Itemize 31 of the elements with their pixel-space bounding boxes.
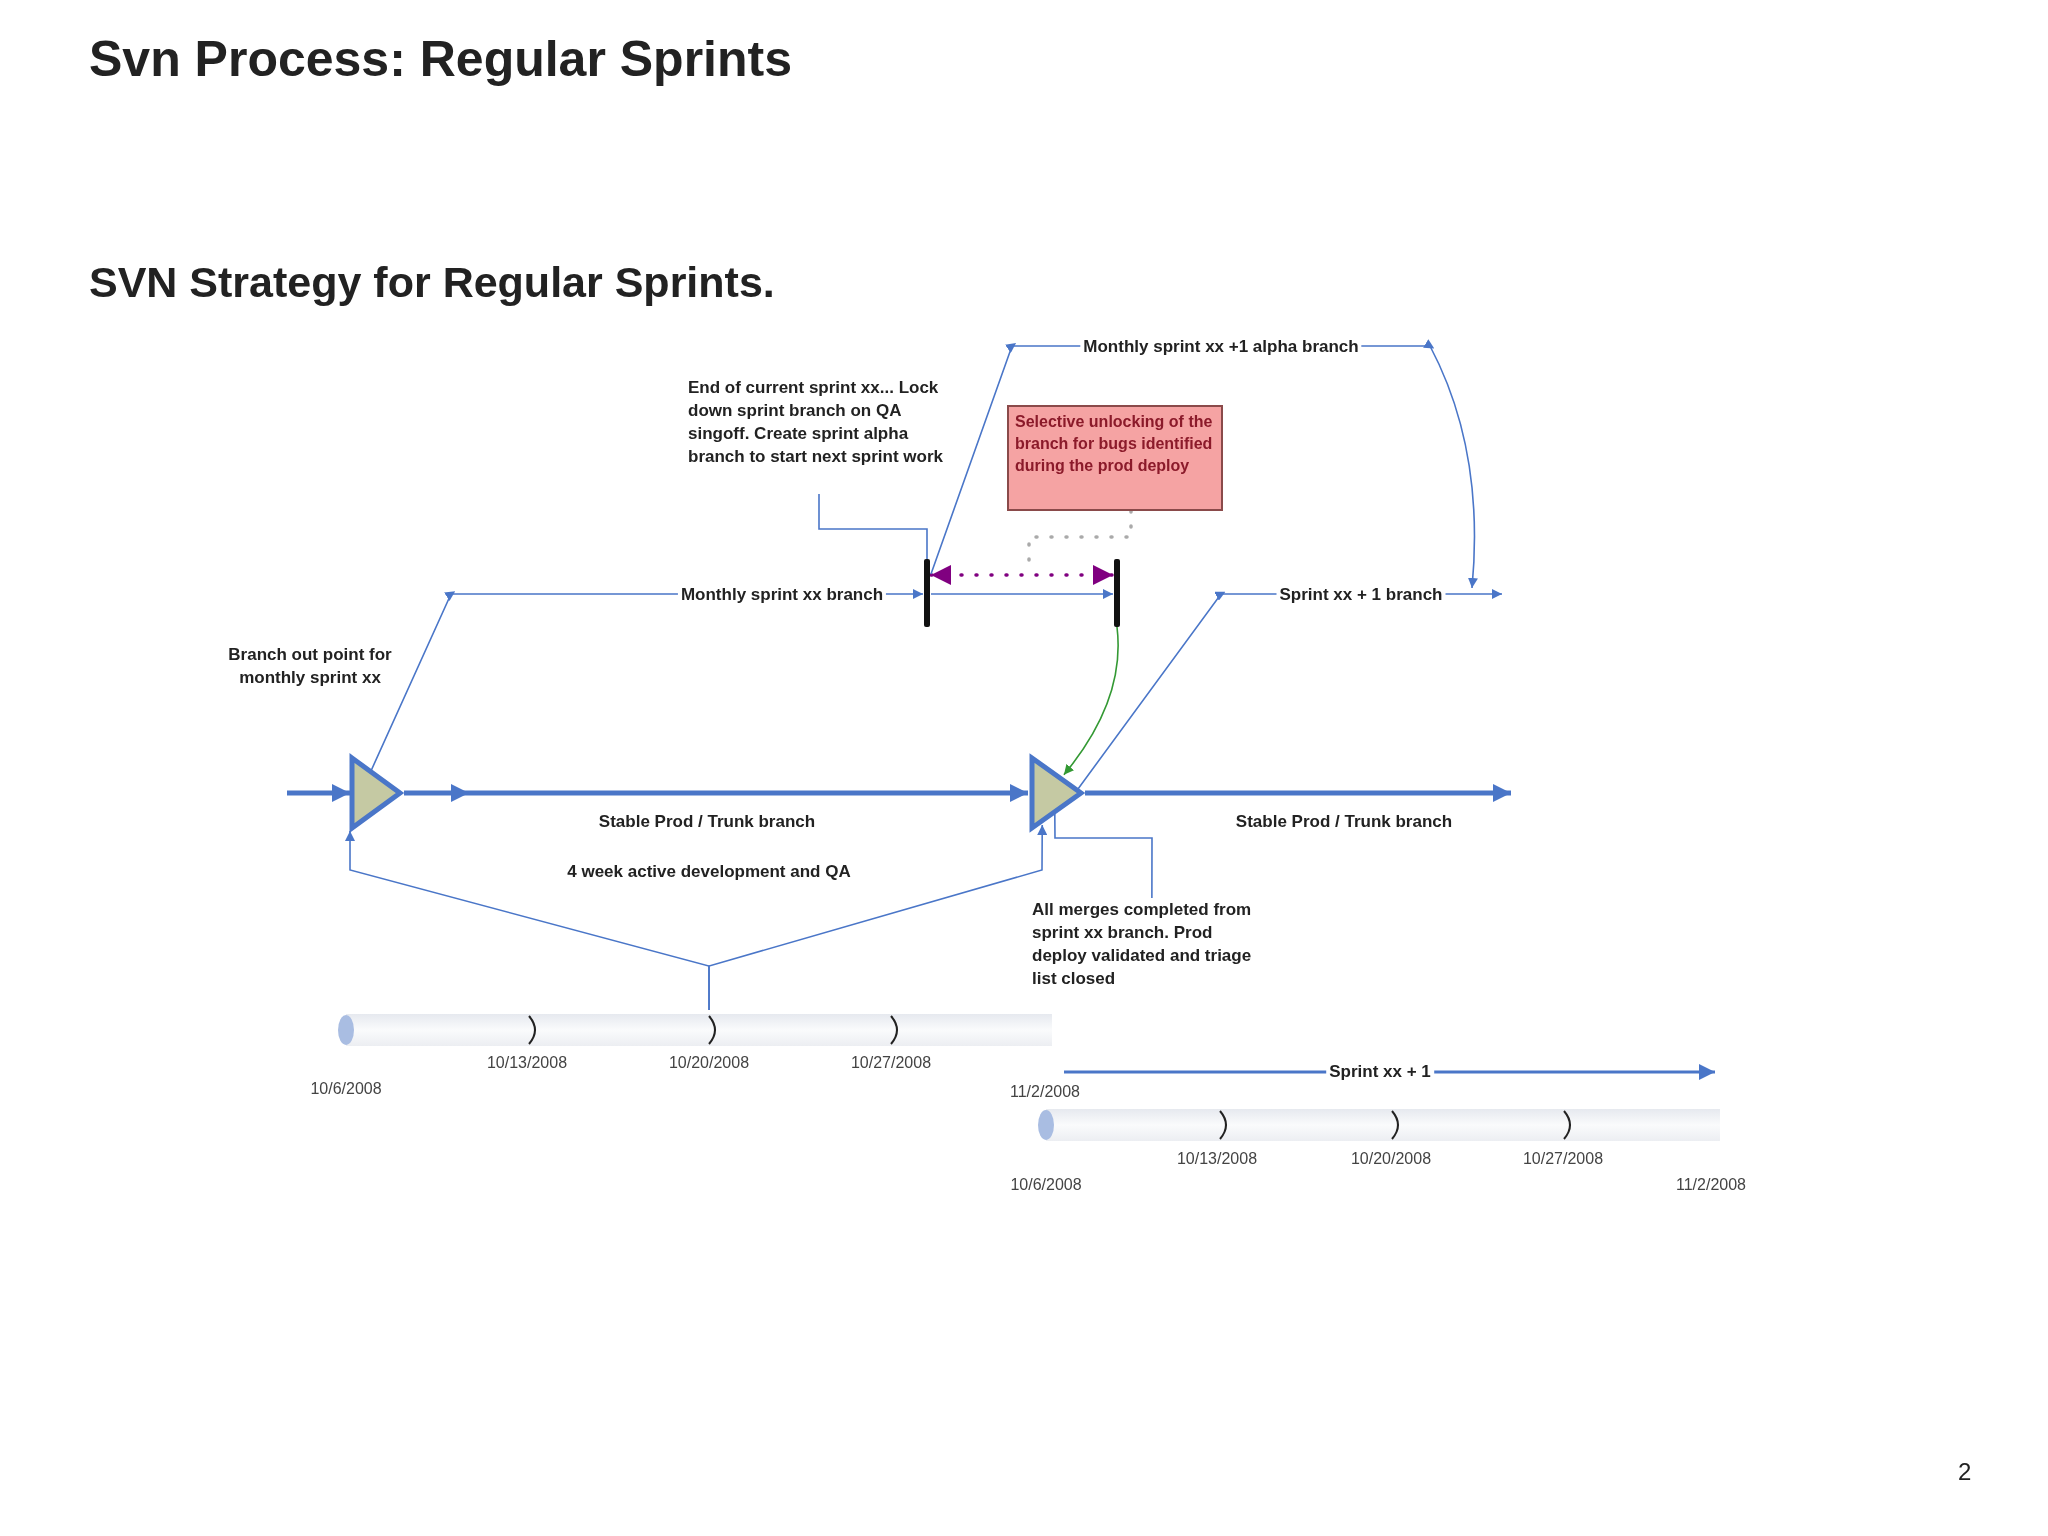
subtitle: SVN Strategy for Regular Sprints. bbox=[89, 258, 775, 307]
callout-note: End of current sprint xx... Lock down sprint branch on QA singoff. Create sprint alpha branch to start next sprint work bbox=[688, 376, 950, 494]
double-arrow bbox=[929, 565, 1115, 585]
note-box: Selective unlocking of the branch for bugs identified during the prod deploy bbox=[1007, 405, 1223, 511]
page-title: Svn Process: Regular Sprints bbox=[89, 30, 792, 88]
date-label: 10/6/2008 bbox=[1010, 1176, 1082, 1193]
date-label: 10/27/2008 bbox=[850, 1054, 932, 1071]
date-label: 10/27/2008 bbox=[1522, 1150, 1604, 1167]
page-number: 2 bbox=[1958, 1458, 1972, 1486]
arrow bbox=[287, 784, 350, 802]
span-label: Sprint xx + 1 bbox=[1326, 1062, 1434, 1082]
annotation: 4 week active development and QA bbox=[566, 861, 852, 883]
arrow bbox=[1085, 784, 1511, 802]
leader-line bbox=[818, 493, 928, 560]
merge-arrow bbox=[1063, 626, 1119, 776]
date-label: 10/13/2008 bbox=[486, 1054, 568, 1071]
arrow bbox=[930, 589, 1114, 599]
lock-marker bbox=[923, 559, 931, 627]
arrow bbox=[404, 784, 1028, 802]
date-label: 10/20/2008 bbox=[668, 1054, 750, 1071]
callout-note: All merges completed from sprint xx branch. Prod deploy validated and triage list closed bbox=[1032, 898, 1254, 992]
merge-point-triangle bbox=[348, 755, 404, 831]
lock-marker bbox=[1113, 559, 1121, 627]
date-label: 10/6/2008 bbox=[310, 1080, 382, 1097]
arrow bbox=[708, 824, 1048, 1011]
date-label: 10/20/2008 bbox=[1350, 1150, 1432, 1167]
merge-point-triangle bbox=[1028, 755, 1085, 831]
date-label: 10/13/2008 bbox=[1176, 1150, 1258, 1167]
annotation: Branch out point for monthly sprint xx bbox=[227, 644, 393, 689]
date-label: 11/2/2008 bbox=[1009, 1082, 1081, 1102]
date-label: 11/2/2008 bbox=[1676, 1176, 1746, 1193]
